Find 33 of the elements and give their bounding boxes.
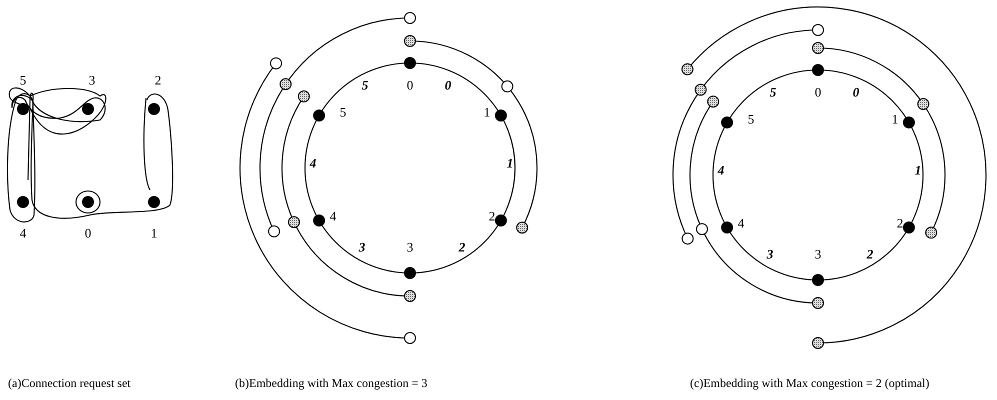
node-number: 4 xyxy=(330,210,336,222)
node-number: 5 xyxy=(748,112,754,126)
link-number: 0 xyxy=(852,86,860,98)
node-number: 1 xyxy=(150,226,158,240)
link-number: 0 xyxy=(444,78,452,92)
node-number: 2 xyxy=(488,210,496,222)
link-number: 3 xyxy=(766,248,774,260)
node-number: 1 xyxy=(892,112,898,126)
node-number: 3 xyxy=(88,74,96,86)
link-number: 5 xyxy=(362,78,368,92)
node-number: 5 xyxy=(20,74,26,86)
node-number: 3 xyxy=(814,248,822,260)
node-number: 2 xyxy=(154,74,162,86)
link-number: 1 xyxy=(914,164,922,176)
node-number: 2 xyxy=(896,216,904,230)
node-number: 1 xyxy=(484,106,490,118)
link-number: 2 xyxy=(866,248,874,260)
link-number: 3 xyxy=(358,240,366,254)
node-number: 3 xyxy=(406,240,414,254)
node-number: 4 xyxy=(20,226,26,240)
figure-caption: (c)Embedding with Max congestion = 2 (optimal) xyxy=(690,376,930,391)
node-number: 0 xyxy=(814,86,822,98)
figure-caption: (a)Connection request set xyxy=(8,376,131,391)
figure-caption: (b)Embedding with Max congestion = 3 xyxy=(235,376,428,391)
link-number: 4 xyxy=(718,164,724,176)
link-number: 5 xyxy=(770,86,776,98)
node-number: 5 xyxy=(340,106,346,118)
node-number: 4 xyxy=(738,216,744,230)
link-number: 2 xyxy=(458,240,466,254)
link-number: 4 xyxy=(310,156,316,170)
node-number: 0 xyxy=(406,78,414,92)
node-number: 0 xyxy=(84,226,92,240)
link-number: 1 xyxy=(506,156,514,170)
